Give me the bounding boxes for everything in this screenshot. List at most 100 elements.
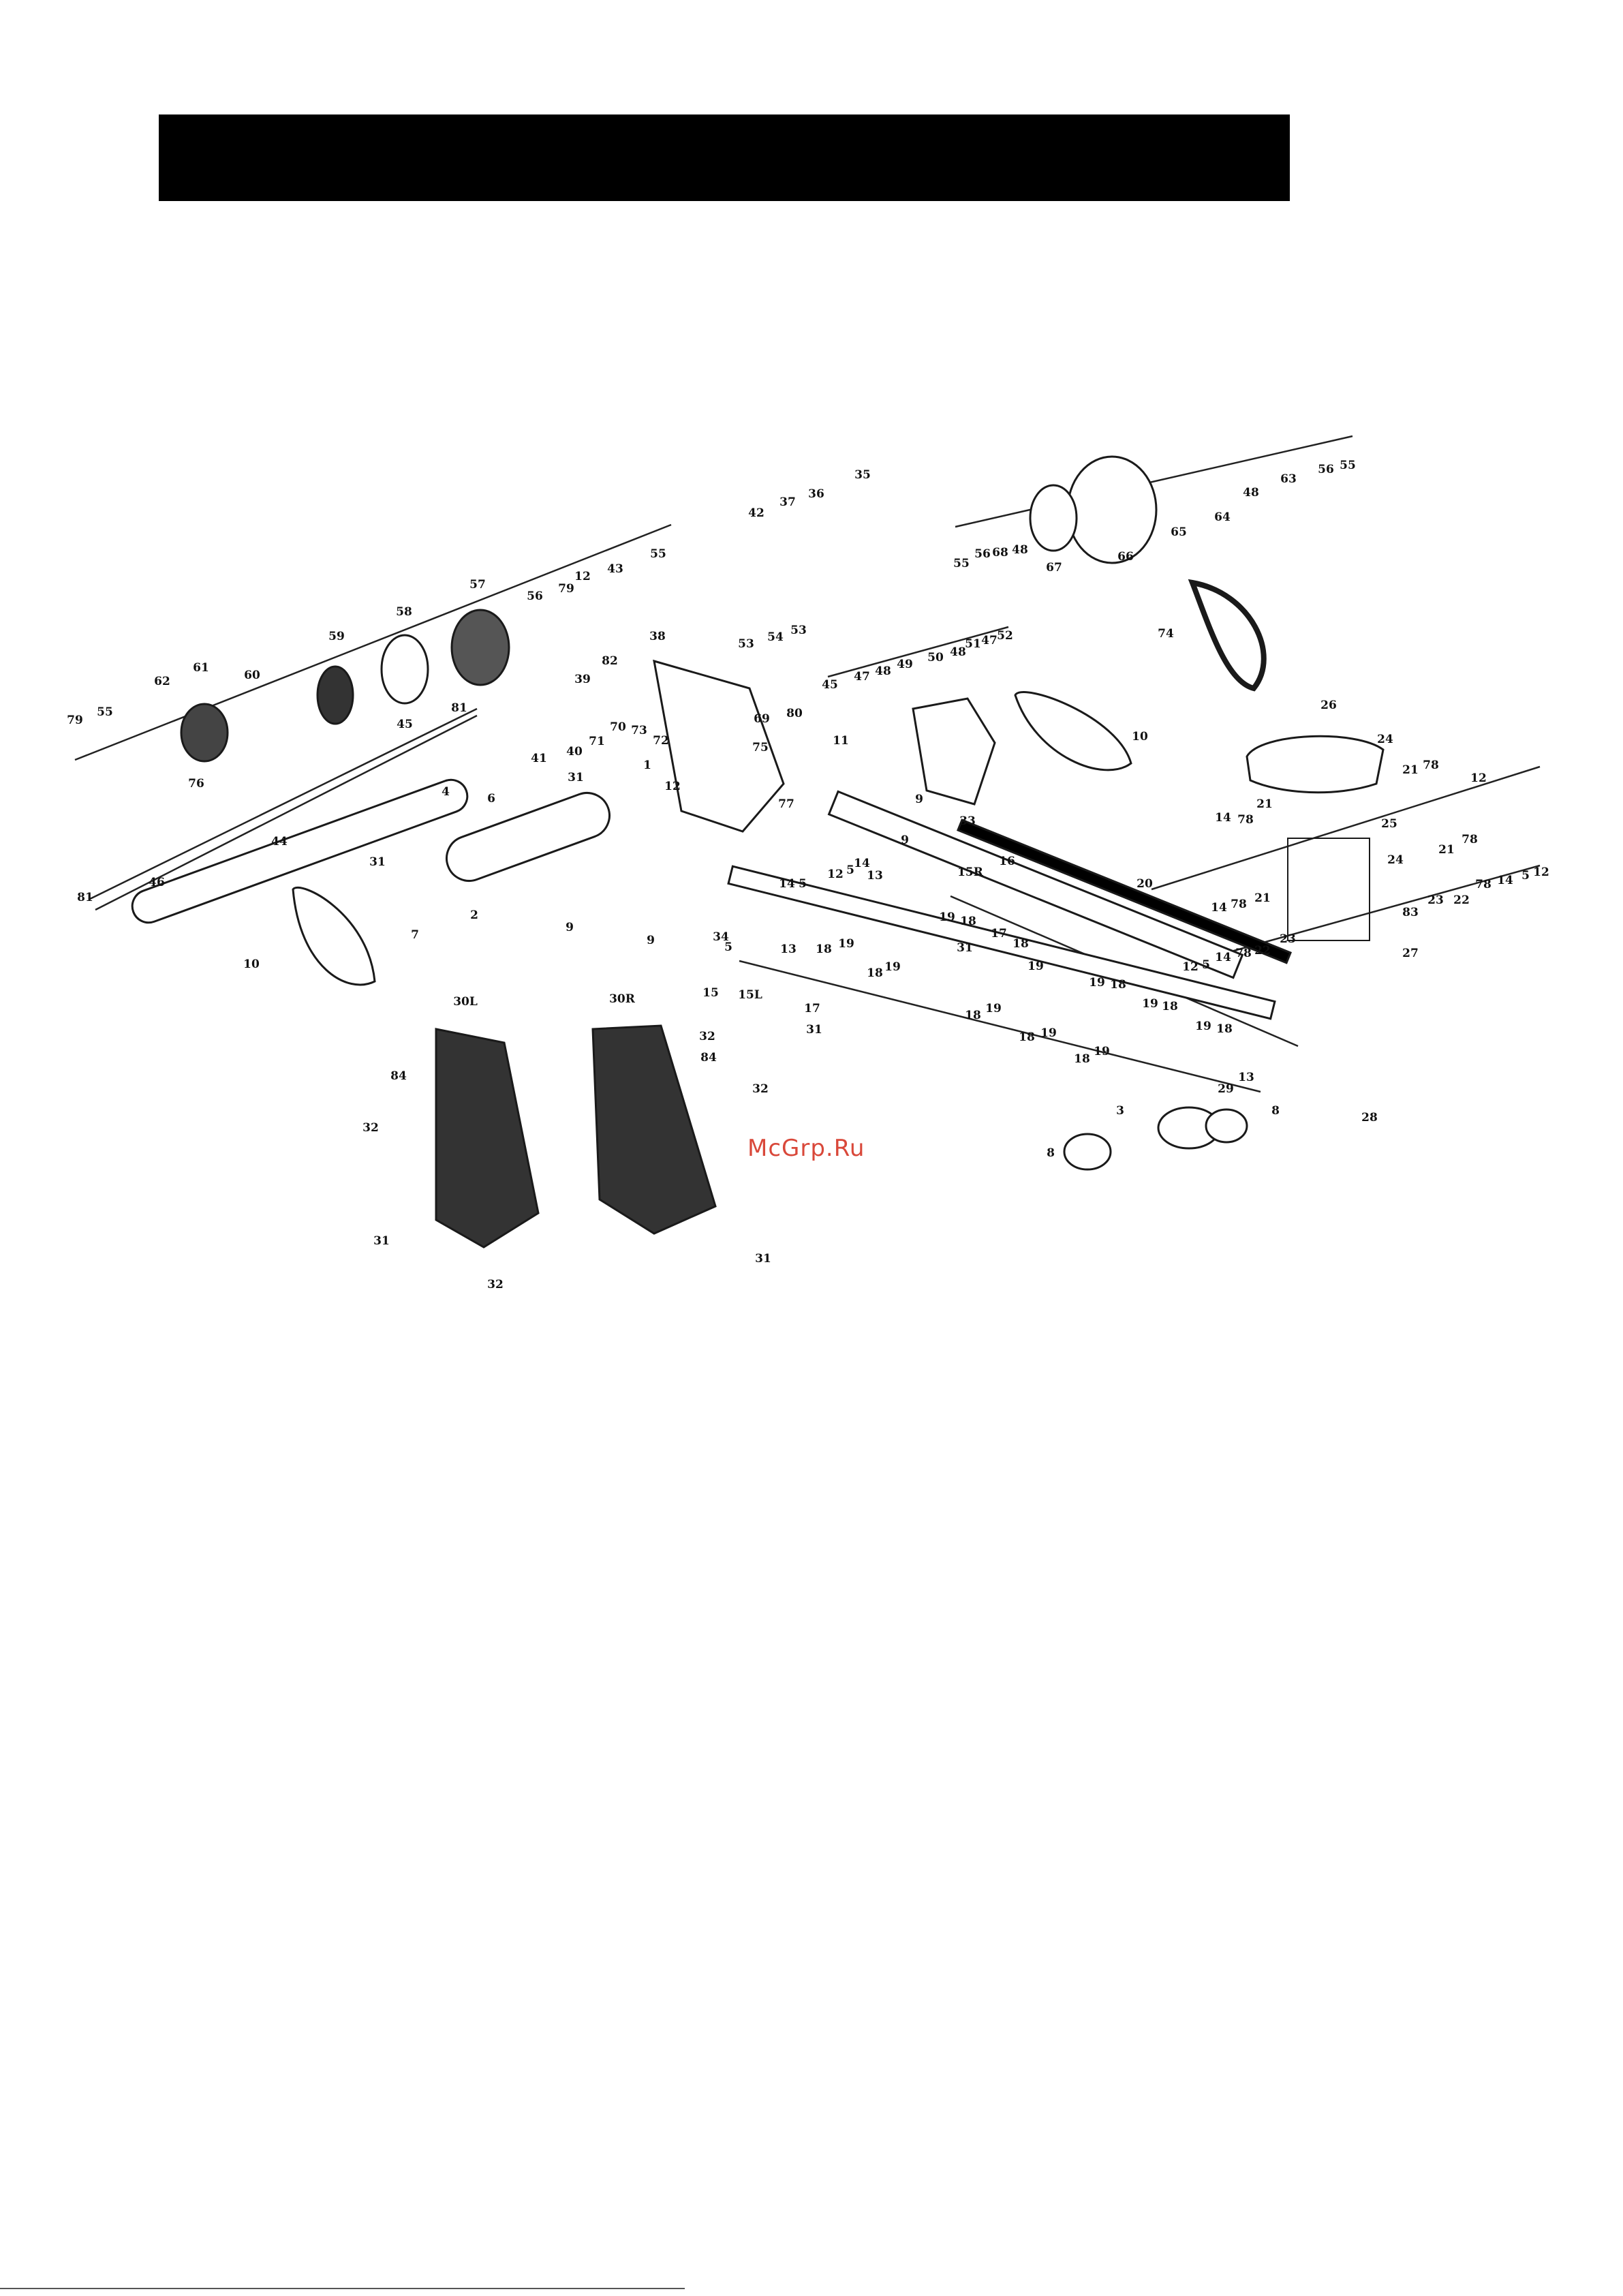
part-callout-label: 9	[566, 921, 574, 934]
part-callout-label: 45	[397, 718, 413, 731]
part-callout-label: 82	[602, 654, 618, 668]
part-callout-label: 18	[1162, 1000, 1178, 1013]
part-callout-label: 26	[1320, 699, 1337, 712]
part-callout-label: 77	[778, 797, 794, 811]
part-callout-label: 46	[149, 876, 165, 889]
part-callout-label: 19	[1195, 1020, 1211, 1033]
part-callout-label: 1	[643, 759, 651, 772]
part-callout-label: 14	[1497, 874, 1513, 887]
part-callout-label: 19	[838, 937, 854, 951]
part-callout-label: 84	[390, 1069, 407, 1083]
part-callout-label: 31	[369, 855, 386, 869]
part-callout-label: 31	[806, 1023, 822, 1037]
part-callout-label: 34	[713, 930, 729, 944]
part-callout-label: 20	[1137, 877, 1153, 891]
part-callout-label: 2	[470, 908, 478, 922]
part-callout-label: 55	[953, 557, 970, 570]
part-callout-label: 62	[154, 675, 170, 688]
part-callout-label: 23	[1427, 893, 1444, 907]
part-callout-label: 14	[854, 857, 870, 870]
part-callout-label: 51	[965, 637, 981, 651]
part-callout-label: 83	[1402, 906, 1419, 919]
part-callout-label: 18	[965, 1009, 981, 1022]
part-callout-label: 32	[362, 1121, 379, 1135]
part-callout-label: 9	[915, 793, 923, 806]
part-callout-label: 65	[1171, 525, 1187, 539]
part-callout-label: 74	[1158, 627, 1174, 641]
part-callout-label: 10	[1132, 730, 1148, 744]
part-callout-label: 36	[808, 487, 824, 501]
part-callout-label: 3	[1116, 1104, 1124, 1118]
part-callout-label: 47	[854, 670, 870, 684]
part-callout-label: 13	[1238, 1071, 1254, 1084]
part-callout-label: 21	[1402, 763, 1419, 777]
part-callout-label: 24	[1387, 853, 1404, 867]
part-callout-label: 12	[574, 570, 591, 583]
part-callout-label: 31	[373, 1234, 390, 1248]
part-callout-label: 7	[411, 928, 419, 942]
part-callout-label: 59	[328, 630, 345, 643]
part-callout-label: 75	[752, 741, 769, 754]
part-callout-label: 19	[1089, 976, 1105, 990]
part-callout-label: 32	[699, 1030, 715, 1043]
part-callout-label: 38	[649, 630, 666, 643]
part-callout-label: 18	[816, 943, 832, 956]
part-callout-label: 5	[1521, 869, 1530, 883]
part-callout-label: 73	[631, 724, 647, 737]
part-callout-label: 13	[780, 943, 797, 956]
part-callout-label: 19	[884, 960, 901, 974]
part-callout-label: 45	[822, 678, 838, 692]
part-callout-label: 23	[1280, 932, 1296, 946]
part-callout-label: 32	[752, 1082, 769, 1096]
part-callout-label: 21	[1254, 891, 1271, 905]
part-callout-label: 80	[786, 707, 803, 720]
part-callout-label: 15R	[957, 866, 984, 879]
part-callout-label: 5	[1202, 958, 1210, 972]
watermark-text: McGrp.Ru	[747, 1135, 865, 1162]
part-callout-label: 60	[244, 669, 260, 682]
part-callout-label: 58	[396, 605, 412, 619]
part-callout-label: 4	[442, 785, 450, 799]
part-callout-label: 72	[653, 734, 669, 748]
part-callout-label: 48	[1012, 543, 1028, 557]
part-callout-label: 6	[487, 792, 495, 806]
part-callout-label: 19	[1142, 997, 1158, 1011]
part-callout-label: 12	[827, 868, 844, 881]
part-callout-label: 11	[833, 734, 849, 748]
header-title-bar	[159, 114, 1290, 201]
part-callout-label: 57	[469, 578, 486, 592]
part-callout-label: 12	[1533, 866, 1549, 879]
part-callout-label: 18	[867, 966, 883, 980]
part-callout-label: 18	[1013, 937, 1029, 951]
part-callout-label: 42	[748, 506, 764, 520]
part-callout-label: 69	[754, 712, 770, 726]
part-callout-label: 70	[610, 720, 626, 734]
part-callout-label: 35	[854, 468, 871, 482]
part-callout-label: 78	[1237, 813, 1254, 827]
part-callout-label: 39	[574, 673, 591, 686]
part-callout-label: 27	[1402, 947, 1419, 960]
part-callout-label: 12	[1470, 771, 1487, 785]
part-callout-label: 41	[531, 752, 547, 765]
part-callout-label: 21	[1438, 843, 1455, 857]
part-callout-label: 67	[1046, 561, 1062, 575]
part-callout-label: 47	[981, 634, 998, 647]
part-callout-label: 18	[1110, 978, 1126, 992]
part-callout-label: 71	[589, 735, 605, 748]
part-callout-label: 52	[997, 629, 1013, 643]
part-callout-label: 68	[992, 546, 1008, 560]
part-callout-label: 12	[664, 780, 681, 793]
part-callout-label: 19	[985, 1002, 1002, 1015]
part-callout-label: 30R	[609, 992, 636, 1006]
footer-divider	[0, 2288, 685, 2289]
part-callout-label: 63	[1280, 472, 1297, 486]
part-callout-label: 30L	[453, 995, 478, 1009]
part-callout-label: 31	[957, 941, 973, 955]
part-callout-label: 64	[1214, 510, 1231, 524]
part-callout-label: 53	[790, 624, 807, 637]
part-callout-label: 14	[1215, 951, 1231, 964]
part-callout-label: 17	[804, 1002, 820, 1015]
part-callout-label: 55	[650, 547, 666, 561]
part-callout-label: 54	[767, 630, 784, 644]
part-callout-label: 40	[566, 745, 583, 759]
